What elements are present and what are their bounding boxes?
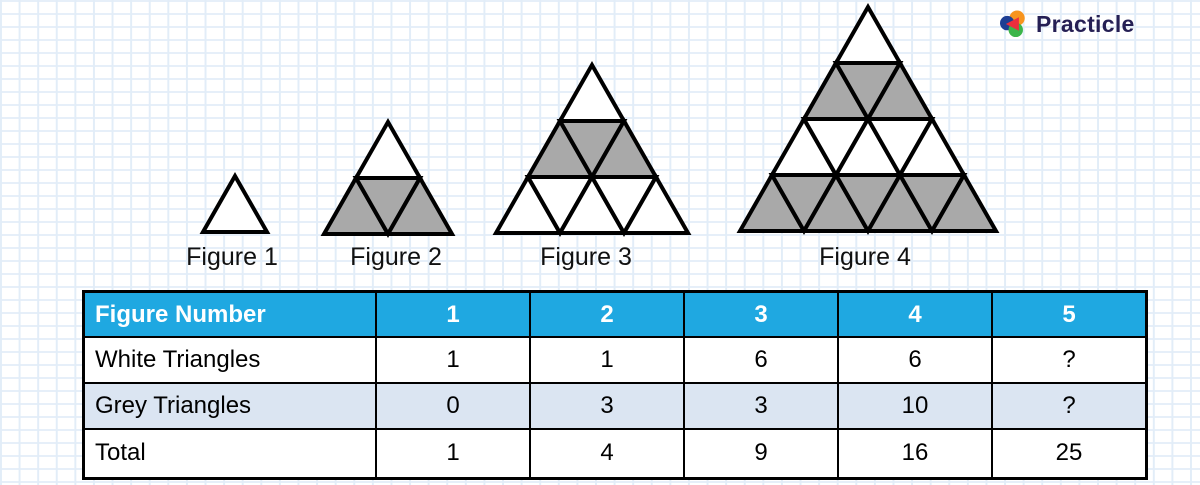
header-figure-number: Figure Number (82, 290, 377, 338)
cell-total-fig5: 25 (991, 428, 1148, 479)
figure-4-triangle (736, 2, 1000, 236)
header-col-2: 2 (529, 290, 685, 338)
cell-grey-triangles-fig3: 3 (683, 382, 839, 430)
cell-white-triangles-fig2: 1 (529, 336, 685, 384)
cell-grey-triangles-fig5: ? (991, 382, 1148, 430)
row-label: Total (82, 428, 377, 479)
practicle-logo-icon (1000, 10, 1025, 38)
cell-total-fig1: 1 (375, 428, 531, 479)
cell-white-triangles-fig5: ? (991, 336, 1148, 384)
figure-2-cell-r1-1-white (352, 117, 424, 180)
cell-total-fig4: 16 (837, 428, 993, 479)
figure-3-label: Figure 3 (540, 243, 632, 271)
figure-3-triangle (492, 60, 692, 238)
cell-white-triangles-fig4: 6 (837, 336, 993, 384)
row-label: Grey Triangles (82, 382, 377, 430)
figure-4-cell-r1-1-white (832, 2, 904, 65)
cell-grey-triangles-fig2: 3 (529, 382, 685, 430)
figure-1-label: Figure 1 (186, 243, 278, 271)
cell-grey-triangles-fig4: 10 (837, 382, 993, 430)
figure-3-cell-r3-5-white (620, 172, 692, 235)
figure-2-label: Figure 2 (350, 243, 442, 271)
cell-white-triangles-fig3: 6 (683, 336, 839, 384)
cell-total-fig2: 4 (529, 428, 685, 479)
header-col-4: 4 (837, 290, 993, 338)
figure-2-triangle (320, 117, 456, 239)
figure-3-cell-r1-1-white (556, 60, 628, 123)
cell-total-fig3: 9 (683, 428, 839, 479)
row-label: White Triangles (82, 336, 377, 384)
header-col-5: 5 (991, 290, 1148, 338)
figure-4-cell-r4-7-grey (928, 170, 1000, 233)
practicle-logo: Practicle (1000, 10, 1135, 38)
cell-grey-triangles-fig1: 0 (375, 382, 531, 430)
figure-2-cell-r2-3-grey (384, 173, 456, 236)
figure-1-cell-r1-1-white (199, 171, 271, 234)
figure-1-triangle (199, 171, 271, 234)
figure-4-label: Figure 4 (819, 243, 911, 271)
practicle-logo-text: Practicle (1036, 10, 1135, 37)
header-col-3: 3 (683, 290, 839, 338)
header-col-1: 1 (375, 290, 531, 338)
cell-white-triangles-fig1: 1 (375, 336, 531, 384)
